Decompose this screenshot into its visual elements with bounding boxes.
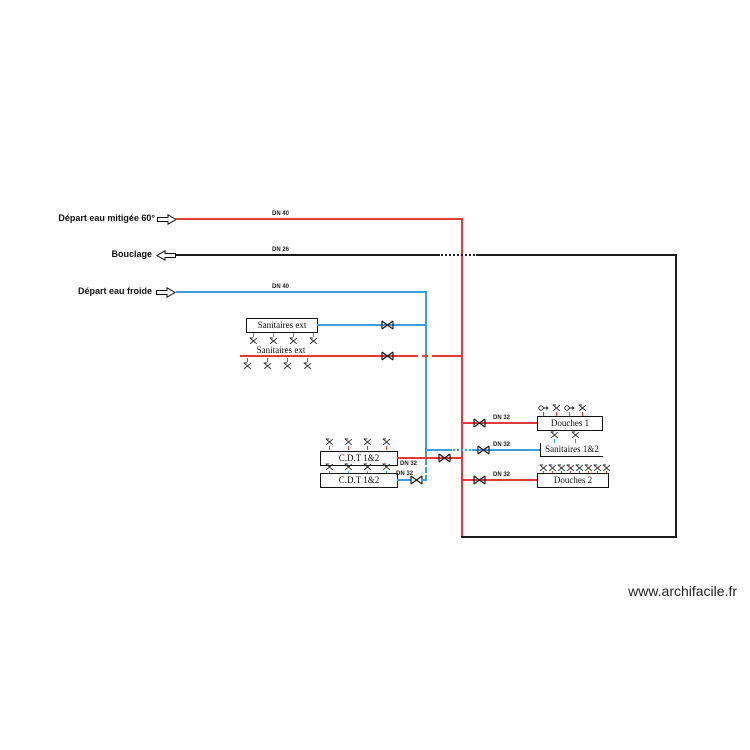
- tap-icon: [382, 463, 391, 471]
- valve-icon: [438, 453, 451, 463]
- cdt-cold-line: [422, 479, 427, 481]
- arrow-left-icon: [156, 250, 176, 261]
- cdt-cold-drop-dashed: [425, 451, 427, 481]
- tap-icon: [593, 464, 601, 471]
- tap-icon: [382, 438, 391, 446]
- tap-icon: [575, 464, 583, 471]
- tap-icon: [550, 431, 559, 439]
- sanitaires-ext-cold-line: [317, 324, 426, 326]
- tap-icon: [243, 362, 252, 370]
- sanitaires12-line: [474, 449, 540, 451]
- cdt-cold-line: [397, 479, 411, 481]
- tap-icon: [344, 463, 353, 471]
- cold-main-dn: DN 40: [272, 284, 290, 290]
- loop-main-line: [176, 254, 438, 256]
- sanitaires12-dn: DN 32: [493, 442, 511, 448]
- tap-icon: [269, 337, 278, 345]
- tap-icon: [584, 464, 592, 471]
- cdt-hot-fixtures: [325, 438, 391, 450]
- hot-main-line: [176, 218, 463, 220]
- hot-main-dn: DN 40: [272, 211, 290, 217]
- sanitaires-ext-hot-line: [438, 355, 462, 357]
- sanitaires-ext-hot-fixtures: [243, 358, 312, 370]
- valve-icon: [381, 351, 394, 361]
- tap-icon: [552, 404, 561, 412]
- tap-icon: [548, 464, 556, 471]
- cdt-cold-box: C.D.T 1&2: [320, 473, 398, 488]
- douches2-box: Douches 2: [537, 473, 609, 488]
- douches2-line: [463, 479, 537, 481]
- douches2-dn: DN 32: [493, 472, 511, 478]
- shower-icon: [538, 405, 549, 411]
- douches1-fixtures: [538, 404, 587, 416]
- tap-icon: [325, 463, 334, 471]
- sanitaires12-line-dotted: [450, 449, 474, 451]
- tap-icon: [571, 431, 580, 439]
- loop-main-line-dotted: [438, 254, 478, 256]
- douches1-line: [463, 422, 537, 424]
- shower-icon: [564, 405, 575, 411]
- cold-drop-line: [425, 291, 427, 451]
- loop-main-line: [478, 254, 677, 256]
- tap-icon: [578, 404, 587, 412]
- cdt-hot-dn: DN 32: [400, 461, 418, 467]
- tap-icon: [363, 463, 372, 471]
- tap-icon: [363, 438, 372, 446]
- arrow-right-icon: [156, 287, 176, 298]
- tap-icon: [566, 464, 574, 471]
- cold-main-label: Départ eau froide: [77, 286, 152, 296]
- sanitaires12-box: Sanitaires 1&2: [540, 443, 603, 457]
- tap-icon: [303, 362, 312, 370]
- cdt-hot-line: [397, 457, 462, 459]
- sanitaires-ext-hot-line: [240, 355, 412, 357]
- tap-icon: [344, 438, 353, 446]
- sanitaires12-fixtures: [550, 431, 580, 443]
- tap-icon: [283, 362, 292, 370]
- hot-main-label: Départ eau mitigée 60°: [58, 213, 155, 223]
- loop-main-label: Bouclage: [111, 249, 152, 259]
- loop-right-line: [675, 254, 677, 538]
- hot-riser-line: [461, 218, 463, 538]
- tap-icon: [289, 337, 298, 345]
- sanitaires-ext-cold-fixtures: [249, 333, 318, 345]
- arrow-right-icon: [157, 214, 177, 225]
- valve-icon: [473, 418, 486, 428]
- tap-icon: [309, 337, 318, 345]
- loop-bottom-line: [461, 536, 677, 538]
- sanitaires-ext-hot-label: Sanitaires ext: [256, 345, 306, 355]
- sanitaires12-line: [426, 449, 450, 451]
- valve-icon: [381, 320, 394, 330]
- tap-icon: [325, 438, 334, 446]
- tap-icon: [249, 337, 258, 345]
- douches1-dn: DN 32: [493, 415, 511, 421]
- tap-icon: [557, 464, 565, 471]
- tap-icon: [539, 464, 547, 471]
- cold-main-line: [176, 291, 426, 293]
- watermark: www.archifacile.fr: [628, 583, 737, 599]
- tap-icon: [263, 362, 272, 370]
- loop-main-dn: DN 26: [272, 247, 290, 253]
- valve-icon: [477, 445, 490, 455]
- sanitaires-ext-cold-box: Sanitaires ext: [246, 318, 318, 333]
- cdt-cold-dn: DN 32: [396, 471, 414, 477]
- valve-icon: [473, 475, 486, 485]
- tap-icon: [602, 464, 610, 471]
- sanitaires-ext-hot-line-dashed: [412, 355, 438, 357]
- douches1-box: Douches 1: [537, 416, 603, 431]
